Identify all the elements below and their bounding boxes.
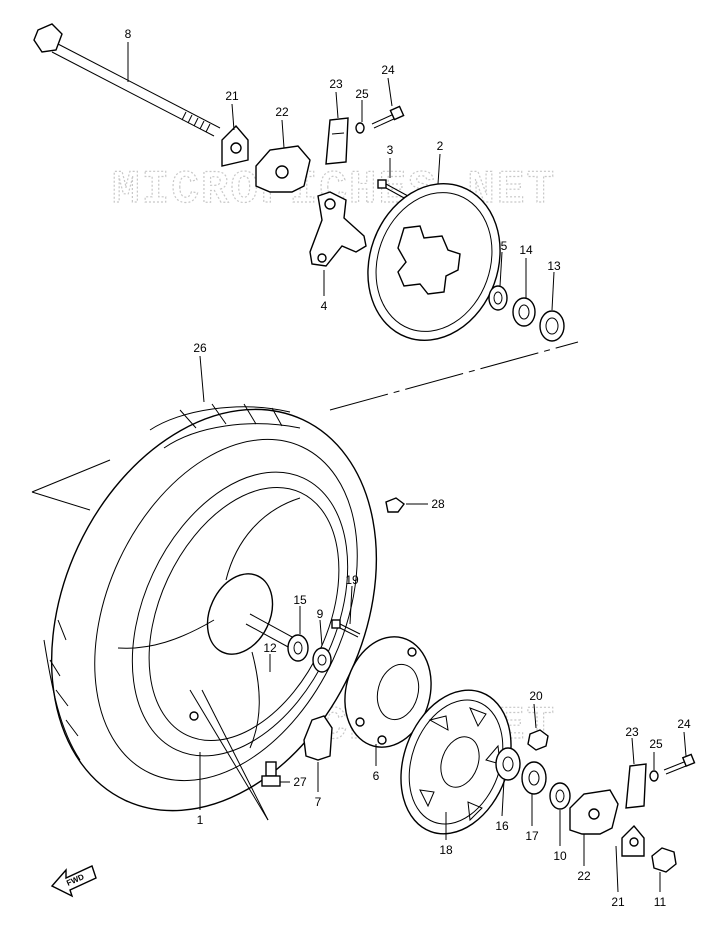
callout-8: 8 (125, 27, 132, 41)
hub-bolt (331, 619, 361, 638)
callout-13: 13 (547, 259, 561, 273)
callout-24-upper: 24 (381, 63, 395, 77)
adjuster-block-upper (325, 117, 349, 165)
axle-nut (651, 847, 677, 873)
callout-12: 12 (263, 641, 277, 655)
clip (385, 497, 405, 513)
bearing-13 (539, 310, 565, 342)
callout-25-upper: 25 (355, 87, 369, 101)
callout-22-upper: 22 (275, 105, 289, 119)
spacer-5 (488, 285, 508, 311)
oil-seal-17 (521, 761, 547, 795)
callout-19: 19 (345, 573, 359, 587)
callout-10: 10 (553, 849, 567, 863)
assembly-line-left-lower (31, 491, 91, 511)
callout-1: 1 (197, 813, 204, 827)
caliper-bracket (309, 191, 367, 267)
rear-wheel-rim (117, 471, 349, 757)
oil-seal-14 (512, 297, 536, 327)
washer-upper (355, 122, 365, 134)
rear-sprocket (400, 689, 512, 835)
tire-valve (261, 761, 281, 787)
callout-6: 6 (373, 769, 380, 783)
adjuster-bolt-upper (371, 105, 405, 129)
callout-21-lower: 21 (611, 895, 625, 909)
callout-26: 26 (193, 341, 207, 355)
chain-adjuster-lower (569, 789, 619, 835)
chain-adjuster-upper (255, 145, 311, 193)
callout-22-lower: 22 (577, 869, 591, 883)
callout-21-upper: 21 (225, 89, 239, 103)
leader-lines (127, 42, 687, 893)
callout-14: 14 (519, 243, 533, 257)
callout-25-lower: 25 (649, 737, 663, 751)
spacer-9 (312, 647, 332, 673)
callout-labels: 8 21 22 23 25 24 3 2 4 5 14 13 26 28 19 … (125, 27, 691, 909)
callout-15: 15 (293, 593, 307, 607)
callout-20: 20 (529, 689, 543, 703)
callout-3: 3 (387, 143, 394, 157)
valve-hole (189, 711, 199, 721)
callout-23-lower: 23 (625, 725, 639, 739)
callout-2: 2 (437, 139, 444, 153)
chain-adjuster-plate-lower (621, 824, 645, 857)
assembly-line-left (31, 459, 111, 493)
assembly-line-upper (329, 341, 579, 411)
washer-lower (649, 770, 659, 782)
callout-24-lower: 24 (677, 717, 691, 731)
callout-28: 28 (431, 497, 445, 511)
callout-4: 4 (321, 299, 328, 313)
axle (33, 23, 221, 137)
adjuster-bolt-lower (663, 753, 696, 775)
adjuster-block-lower (625, 763, 647, 809)
disc-bolt (377, 179, 409, 200)
forward-direction-arrow: FWD (50, 865, 97, 898)
brake-disc (367, 183, 501, 341)
spacer-10 (549, 782, 571, 810)
chain-adjuster-plate-upper (221, 124, 249, 167)
sprocket-drum (344, 636, 432, 748)
callout-9: 9 (317, 607, 324, 621)
callout-23-upper: 23 (329, 77, 343, 91)
callout-16: 16 (495, 819, 509, 833)
callout-5: 5 (501, 239, 508, 253)
callout-27: 27 (293, 775, 307, 789)
damper (303, 715, 333, 761)
callout-18: 18 (439, 843, 453, 857)
sprocket-nut (527, 729, 549, 751)
callout-17: 17 (525, 829, 539, 843)
callout-11: 11 (654, 895, 667, 909)
callout-7: 7 (315, 795, 322, 809)
wheel-spacer-12 (245, 613, 295, 649)
bearing-15 (287, 634, 309, 662)
bearing-16 (495, 747, 521, 781)
